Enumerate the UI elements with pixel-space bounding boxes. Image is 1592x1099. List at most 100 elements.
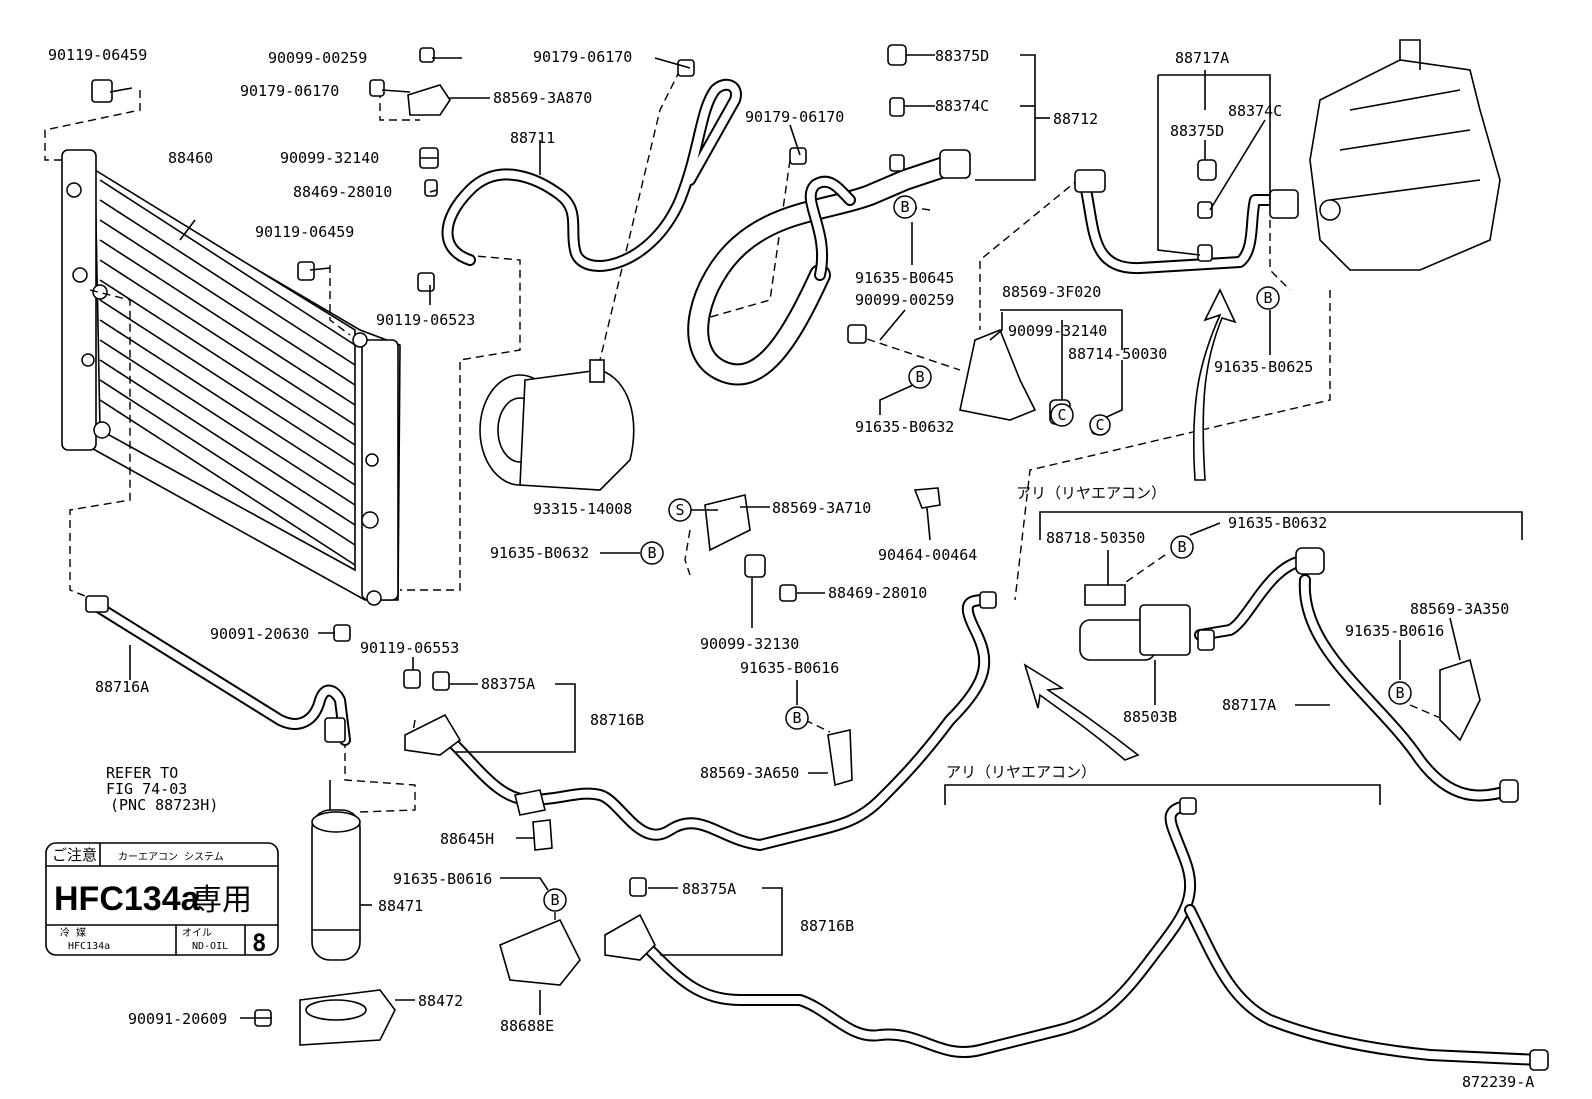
label-90119-06523: 90119-06523 [376, 311, 475, 329]
label-90099-00259-b: 90099-00259 [855, 291, 954, 309]
label-88375D-b: 88375D [1170, 122, 1224, 140]
label-88469-28010-a: 88469-28010 [293, 183, 392, 201]
label-88716B-b: 88716B [800, 917, 854, 935]
hfc134a-caution-label: ご注意 カーエアコン システム HFC134a 専用 冷 媒 HFC134a オ… [45, 842, 279, 957]
svg-text:FIG 74-03: FIG 74-03 [106, 780, 187, 798]
svg-text:ND-OIL: ND-OIL [192, 941, 228, 952]
marker-b-1: B [893, 195, 917, 219]
svg-text:B: B [1395, 684, 1404, 702]
svg-text:カーエアコン システム: カーエアコン システム [118, 851, 224, 863]
rear-pipe-88717A-bottom [1194, 547, 1516, 802]
group-label-rear-ac-1: アリ（リヤエアコン） [1016, 484, 1166, 502]
label-88569-3A650: 88569-3A650 [700, 764, 799, 782]
svg-text:オイル: オイル [182, 927, 212, 939]
label-88712: 88712 [1053, 110, 1098, 128]
svg-text:S: S [675, 501, 684, 519]
label-90119-06459-b: 90119-06459 [255, 223, 354, 241]
label-88503B: 88503B [1123, 708, 1177, 726]
reference-lines [44, 69, 1446, 928]
label-91635-B0632-c: 91635-B0632 [1228, 514, 1327, 532]
label-90091-20630: 90091-20630 [210, 625, 309, 643]
label-90179-06170-a: 90179-06170 [240, 82, 339, 100]
label-91635-B0616-c: 91635-B0616 [1345, 622, 1444, 640]
marker-b-5: B [785, 706, 809, 730]
svg-text:8: 8 [252, 929, 266, 957]
label-91635-B0645: 91635-B0645 [855, 269, 954, 287]
liquid-pipe-88716B-lower [644, 799, 1546, 1066]
compressor [479, 359, 635, 491]
refer-note: REFER TO FIG 74-03 (PNC 88723H) [106, 764, 218, 814]
label-90091-20609: 90091-20609 [128, 1010, 227, 1028]
label-91635-B0632-a: 91635-B0632 [855, 418, 954, 436]
label-88469-28010-b: 88469-28010 [828, 584, 927, 602]
label-88716A: 88716A [95, 678, 149, 696]
label-88460: 88460 [168, 149, 213, 167]
label-90099-32140-a: 90099-32140 [280, 149, 379, 167]
svg-text:専用: 専用 [192, 884, 252, 917]
label-91635-B0632-b: 91635-B0632 [490, 544, 589, 562]
label-90099-32130: 90099-32130 [700, 635, 799, 653]
leader-lines [109, 54, 1523, 1019]
label-91635-B0625: 91635-B0625 [1214, 358, 1313, 376]
marker-b-4: B [640, 541, 664, 565]
svg-text:B: B [1263, 289, 1272, 307]
label-88569-3F020: 88569-3F020 [1002, 283, 1101, 301]
label-90119-06459-a: 90119-06459 [48, 46, 147, 64]
label-90179-06170-b: 90179-06170 [533, 48, 632, 66]
svg-text:B: B [647, 544, 656, 562]
condenser-88460 [61, 149, 401, 606]
svg-text:REFER TO: REFER TO [106, 764, 178, 782]
svg-text:B: B [550, 891, 559, 909]
label-88569-3A870: 88569-3A870 [493, 89, 592, 107]
figure-id: 872239-A [1462, 1073, 1534, 1091]
label-88569-3A710: 88569-3A710 [772, 499, 871, 517]
label-88569-3A350: 88569-3A350 [1410, 600, 1509, 618]
evaporator-unit [1309, 39, 1501, 271]
label-88471: 88471 [378, 897, 423, 915]
label-88375A-b: 88375A [682, 880, 736, 898]
label-88714-50030: 88714-50030 [1068, 345, 1167, 363]
marker-b-3: B [1256, 286, 1280, 310]
marker-b-6: B [1170, 535, 1194, 559]
dryer-bracket-88472 [299, 989, 396, 1046]
label-91635-B0616-a: 91635-B0616 [740, 659, 839, 677]
label-90119-06553: 90119-06553 [360, 639, 459, 657]
part-labels: 90119-06459 90099-00259 90179-06170 8856… [48, 46, 1534, 1091]
label-88374C-b: 88374C [1228, 102, 1282, 120]
suction-hose-88711 [441, 78, 742, 272]
label-88718-50350: 88718-50350 [1046, 529, 1145, 547]
marker-b-2: B [908, 365, 932, 389]
svg-text:B: B [1177, 538, 1186, 556]
label-90099-32140-b: 90099-32140 [1008, 322, 1107, 340]
marker-c-1: C [1050, 403, 1074, 427]
rear-pipe-88717A-top [1074, 169, 1299, 275]
svg-text:ご注意: ご注意 [52, 846, 97, 864]
label-88717A-b: 88717A [1222, 696, 1276, 714]
svg-text:冷 媒: 冷 媒 [60, 926, 86, 939]
label-90099-00259-a: 90099-00259 [268, 49, 367, 67]
svg-text:HFC134a: HFC134a [68, 941, 110, 952]
label-88645H: 88645H [440, 830, 494, 848]
label-88375A-a: 88375A [481, 675, 535, 693]
label-90464-00464: 90464-00464 [878, 546, 977, 564]
label-88717A-a: 88717A [1175, 49, 1229, 67]
label-88716B-a: 88716B [590, 711, 644, 729]
group-label-rear-ac-2: アリ（リヤエアコン） [946, 763, 1096, 781]
label-88711: 88711 [510, 129, 555, 147]
svg-text:B: B [792, 709, 801, 727]
label-90179-06170-c: 90179-06170 [745, 108, 844, 126]
flow-arrows [1023, 288, 1237, 761]
discharge-hose-88712 [687, 149, 971, 386]
svg-text:B: B [915, 368, 924, 386]
liquid-pipe-88716B-upper [444, 594, 996, 851]
label-88374C-a: 88374C [935, 97, 989, 115]
marker-b-8: B [543, 888, 567, 912]
marker-c-2: C [1089, 414, 1111, 436]
label-93315-14008: 93315-14008 [533, 500, 632, 518]
receiver-dryer-88471 [311, 809, 361, 961]
svg-text:(PNC 88723H): (PNC 88723H) [110, 796, 218, 814]
liquid-pipe-88716A [85, 595, 351, 746]
svg-text:HFC134a: HFC134a [54, 880, 201, 918]
label-88472: 88472 [418, 992, 463, 1010]
